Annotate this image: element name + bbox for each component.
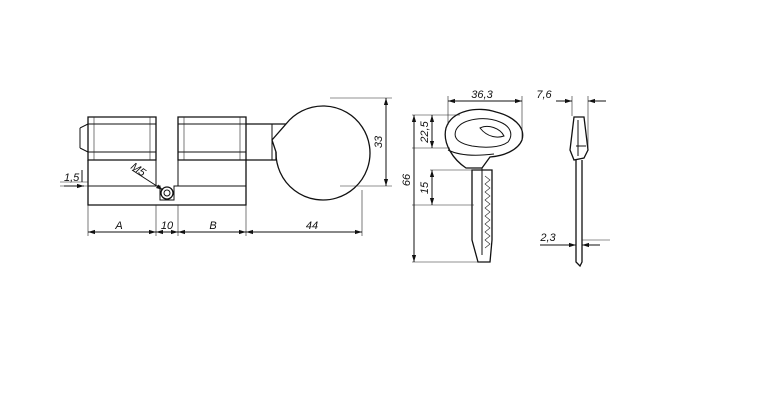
dim-label-2-3: 2,3	[539, 232, 556, 244]
dim-label-a: A	[114, 220, 122, 232]
dim-label-1-5: 1,5	[64, 172, 80, 184]
key-side-blade	[575, 160, 583, 268]
key-blade	[471, 169, 493, 263]
key-head	[444, 108, 524, 169]
cylinder-left-body	[87, 116, 157, 161]
key-drawing	[411, 96, 524, 263]
key-side-head	[569, 116, 589, 161]
mounting-screw-hole	[160, 186, 174, 200]
dim-label-22-5: 22,5	[419, 120, 431, 143]
dim-label-36-3: 36,3	[471, 89, 493, 101]
dim-label-33: 33	[373, 135, 385, 148]
cylinder-drawing	[60, 97, 392, 236]
dim-label-m5: M5	[128, 161, 148, 180]
dim-label-15: 15	[419, 181, 431, 194]
cylinder-profile-outline	[87, 160, 247, 206]
dim-label-44: 44	[306, 220, 318, 232]
key-side-drawing	[540, 96, 610, 268]
dim-label-7-6: 7,6	[536, 89, 552, 101]
dim-label-66: 66	[401, 173, 413, 186]
dim-label-b: B	[209, 220, 216, 232]
dim-label-10: 10	[161, 220, 174, 232]
thumb-turn-spindle	[246, 123, 286, 161]
cylinder-right-body	[177, 116, 247, 161]
thumb-turn-knob	[271, 105, 371, 201]
